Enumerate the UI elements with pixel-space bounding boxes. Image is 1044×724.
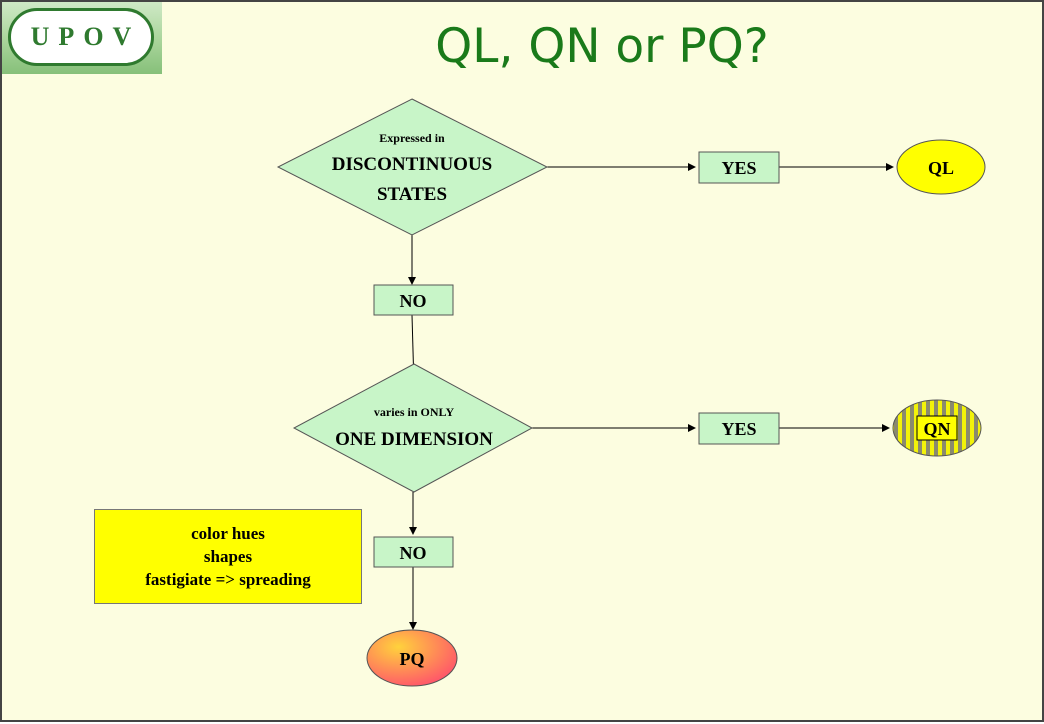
decision1-small: Expressed in xyxy=(379,131,445,145)
decision2-small: varies in ONLY xyxy=(374,405,455,419)
no-box-1 xyxy=(373,284,454,316)
result-qn-label: QN xyxy=(924,419,951,439)
example-item: shapes xyxy=(203,547,253,566)
result-ql-ellipse xyxy=(896,139,986,195)
no-box-2 xyxy=(373,536,454,568)
logo-text: UPOV xyxy=(30,22,141,51)
decision-one-dimension-diamond xyxy=(292,363,534,493)
yes-box-1 xyxy=(698,151,780,184)
decision2-line1: ONE DIMENSION xyxy=(335,429,493,450)
yes-label-2: YES xyxy=(721,419,756,439)
no-label-1: NO xyxy=(400,291,427,311)
slide-title: QL, QN or PQ? xyxy=(435,19,769,74)
no-label-2: NO xyxy=(400,543,427,563)
example-item: fastigiate => spreading xyxy=(145,570,311,589)
decision-discontinuous-diamond xyxy=(276,98,549,236)
result-ql-label: QL xyxy=(928,158,954,178)
yes-label-1: YES xyxy=(721,158,756,178)
decision1-line2: STATES xyxy=(377,184,447,205)
result-pq-label: PQ xyxy=(400,649,425,669)
result-qn-box xyxy=(916,415,958,441)
yes-box-2 xyxy=(698,412,780,445)
example-item: color hues xyxy=(191,524,265,543)
examples-note: color hues shapes fastigiate => spreadin… xyxy=(94,509,362,604)
result-pq-ellipse xyxy=(366,629,458,687)
upov-logo: UPOV xyxy=(2,2,162,74)
decision1-line1: DISCONTINUOUS xyxy=(332,154,492,175)
logo-pill: UPOV xyxy=(8,8,154,66)
